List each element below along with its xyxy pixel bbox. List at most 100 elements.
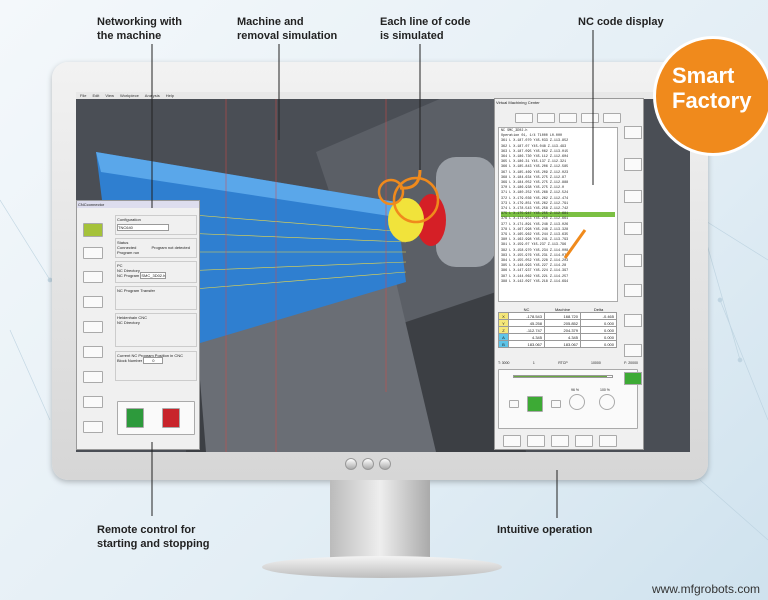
monitor-stand xyxy=(330,480,430,562)
nc-line[interactable]: 361 L X-187.070 Y45.033 Z-113.852 xyxy=(501,139,569,144)
nc-line[interactable]: 387 L X-144.062 Y45.221 Z-114.257 xyxy=(501,274,569,279)
dial2-value: 100 % xyxy=(600,388,610,392)
nc-line[interactable]: 378 L X-167.998 Y45.248 Z-113.328 xyxy=(501,227,569,232)
control-area: 96 % 100 % xyxy=(498,369,638,429)
sidebar-button-3[interactable] xyxy=(624,190,642,203)
file-button[interactable] xyxy=(503,435,521,447)
tab-machine[interactable] xyxy=(603,113,621,123)
menu-help[interactable]: Help xyxy=(165,93,174,98)
machine-select[interactable]: TNC640 xyxy=(117,224,169,231)
bottom-toolbar xyxy=(503,435,617,447)
tab-pulse[interactable] xyxy=(515,113,533,123)
axis-axis: B xyxy=(498,340,509,348)
axis-nc: 4.345 xyxy=(508,333,545,341)
speed-dial-2[interactable] xyxy=(599,394,615,410)
network-button[interactable] xyxy=(83,247,103,259)
step-back-button[interactable] xyxy=(509,400,519,408)
label: NC Program xyxy=(117,273,140,278)
axis-delta: 0.000 xyxy=(580,333,617,341)
library-button[interactable] xyxy=(551,435,569,447)
nc-line[interactable]: 377 L X-171.891 Y45.248 Z-113.026 xyxy=(501,222,569,227)
nc-line[interactable]: 369 L X-184.052 Y45.275 Z-112.888 xyxy=(501,181,569,186)
nc-line[interactable]: 366 L X-185.843 Y45.206 Z-112.585 xyxy=(501,165,569,170)
timer-button[interactable] xyxy=(599,435,617,447)
nc-line[interactable]: 372 L X-179.036 Y45.262 Z-112.474 xyxy=(501,196,569,201)
nc-line[interactable]: 375 L X-175.947 Y45.255 Z-112.681 xyxy=(501,212,615,218)
folder-button[interactable] xyxy=(83,271,103,283)
sidebar-button-8[interactable] xyxy=(624,344,642,357)
sidebar-button-7[interactable] xyxy=(624,314,642,327)
empty-button-1[interactable] xyxy=(83,296,103,308)
virtual-machining-center-window: Virtual Machining Center NC SMC_3D02.h O… xyxy=(494,98,644,450)
nc-program-field[interactable]: SMC_3D02.h xyxy=(140,272,167,279)
export-button[interactable] xyxy=(527,435,545,447)
axis-machine: 4.345 xyxy=(544,333,581,341)
progress-slider[interactable] xyxy=(513,375,613,378)
nc-line[interactable]: 385 L X-148.993 Y45.227 Z-114.28 xyxy=(501,264,567,269)
nc-line[interactable]: 363 L X-187.095 Y45.062 Z-113.015 xyxy=(501,149,569,154)
nc-line[interactable]: 379 L X-165.962 Y45.244 Z-113.635 xyxy=(501,233,569,238)
tab-blank[interactable] xyxy=(581,113,599,123)
rtcp-status: RTCP xyxy=(558,361,568,365)
sidebar-button-2[interactable] xyxy=(624,158,642,171)
sidebar-button-6[interactable] xyxy=(624,284,642,297)
callout-simulation: Machine and removal simulation xyxy=(237,16,338,42)
nc-line[interactable]: 384 L X-155.052 Y45.228 Z-114.203 xyxy=(501,259,569,264)
play-button[interactable] xyxy=(527,396,543,412)
menu-analysis[interactable]: Analysis xyxy=(144,93,160,98)
nc-line[interactable]: 388 L X-142.097 Y45.218 Z-114.694 xyxy=(501,279,569,284)
nc-line[interactable]: 364 L X-186.730 Y45.112 Z-112.604 xyxy=(501,155,569,160)
axis-machine: 168.720 xyxy=(544,312,581,320)
sidebar-button-1[interactable] xyxy=(624,126,642,139)
menu-edit[interactable]: Edit xyxy=(92,93,100,98)
col-delta: Delta xyxy=(593,307,604,312)
axis-nc: 183.067 xyxy=(508,340,545,348)
stop-button[interactable] xyxy=(162,408,180,428)
nc-line[interactable]: 362 L X-187.07 Y45.048 Z-113.493 xyxy=(501,144,567,149)
empty-button-5[interactable] xyxy=(83,421,103,433)
step-forward-button[interactable] xyxy=(551,400,561,408)
callout-nc-display: NC code display xyxy=(578,16,664,28)
nc-line[interactable]: 374 L X-178.543 Y45.258 Z-112.742 xyxy=(501,207,569,212)
nc-line[interactable]: 371 L X-180.252 Y45.268 Z-112.524 xyxy=(501,191,569,196)
empty-button-2[interactable] xyxy=(83,321,103,333)
nc-line[interactable]: 386 L X-147.937 Y45.224 Z-114.397 xyxy=(501,269,569,274)
nc-line[interactable]: 370 L X-186.938 Y45.275 Z-112.0 xyxy=(501,186,565,191)
nc-line[interactable]: 365 L X-186.31 Y45.137 Z-112.321 xyxy=(501,160,567,165)
empty-button-4[interactable] xyxy=(83,371,103,383)
nc-line[interactable]: 368 L X-184.634 Y45.275 Z-112.87 xyxy=(501,175,567,180)
sidebar-go-button[interactable] xyxy=(624,372,642,385)
empty-button-3[interactable] xyxy=(83,346,103,358)
tab-transfer[interactable] xyxy=(537,113,555,123)
nc-line[interactable]: 373 L X-179.851 Y45.262 Z-112.791 xyxy=(501,201,569,206)
nc-line[interactable]: 380 L X-162.998 Y45.241 Z-113.793 xyxy=(501,238,569,243)
nc-line[interactable]: 381 L X-159.07 Y45.237 Z-113.796 xyxy=(501,243,567,248)
feed-rate: F: 20000 xyxy=(624,361,638,365)
menu-workpiece[interactable]: Workpiece xyxy=(119,93,139,98)
axis-nc: -112.747 xyxy=(508,326,545,334)
nc-line[interactable]: 367 L X-185.469 Y45.209 Z-112.023 xyxy=(501,170,569,175)
nc-line[interactable]: 382 L X-158.970 Y45.234 Z-114.008 xyxy=(501,248,569,253)
nc-code-list[interactable]: NC SMC_3D02.h Operation 01, 1/4 T1000 L0… xyxy=(498,127,618,302)
axis-axis: Y xyxy=(498,319,509,327)
tools-button[interactable] xyxy=(575,435,593,447)
connect-button[interactable] xyxy=(83,223,103,237)
sidebar-button-5[interactable] xyxy=(624,254,642,267)
tab-code[interactable] xyxy=(559,113,577,123)
sidebar-button-4[interactable] xyxy=(624,222,642,235)
nc-line[interactable]: 383 L X-155.976 Y45.231 Z-114.076 xyxy=(501,253,569,258)
machine-button[interactable] xyxy=(83,396,103,408)
start-button[interactable] xyxy=(126,408,144,428)
nc-line[interactable]: 376 L X-173.953 Y45.250 Z-112.661 xyxy=(501,217,569,222)
speed-dial-1[interactable] xyxy=(569,394,585,410)
block-number-field[interactable]: 0 xyxy=(143,357,164,364)
menu-view[interactable]: View xyxy=(105,93,114,98)
menu-file[interactable]: File xyxy=(80,93,87,98)
